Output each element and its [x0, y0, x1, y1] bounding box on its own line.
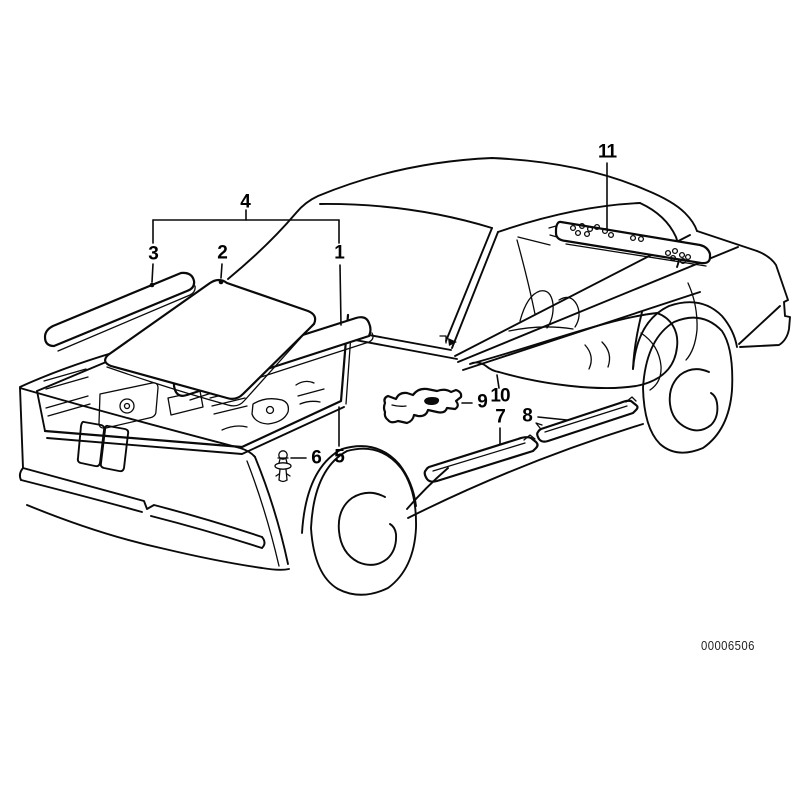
front-rim [339, 493, 396, 565]
rear-tire [643, 318, 732, 453]
leader-10 [497, 375, 499, 388]
exploded-parts [275, 389, 638, 482]
callout-11[interactable]: 11 [597, 141, 617, 163]
callout-leader-lines [149, 163, 607, 458]
callout-5[interactable]: 5 [334, 446, 345, 468]
bumper-top [23, 468, 262, 537]
trunk-floor-mat [470, 313, 677, 388]
fastener-clip-6 [275, 451, 291, 482]
bumper-bottom-right [151, 516, 262, 548]
callout-7[interactable]: 7 [495, 406, 506, 428]
bumper-bottom-left [21, 480, 142, 512]
document-number: 00006506 [701, 638, 755, 653]
sill-strip-7 [425, 437, 538, 481]
hood-insulation-pads [45, 273, 373, 406]
kidney-grille-left [78, 422, 104, 466]
insulation-pad-3 [45, 273, 194, 346]
front-tire [311, 449, 416, 595]
kidney-grille-right [101, 426, 128, 471]
leader-1 [340, 265, 341, 325]
valance [27, 505, 289, 570]
window-front-edge [517, 240, 535, 314]
callout-2[interactable]: 2 [217, 242, 228, 264]
insulation-pad-2 [105, 280, 315, 399]
rear-wheel-arch [633, 302, 737, 369]
wheel-housing-bulge [641, 333, 661, 390]
shelf-perforations [571, 224, 691, 264]
leader-2 [221, 264, 222, 278]
rear-window-base [518, 237, 550, 245]
rear-rim [670, 369, 718, 430]
callout-3[interactable]: 3 [148, 243, 159, 265]
callout-4[interactable]: 4 [240, 191, 251, 213]
callout-1[interactable]: 1 [334, 242, 345, 264]
trunk-right-wall [686, 283, 697, 360]
callout-8[interactable]: 8 [522, 405, 533, 427]
wheels [302, 302, 737, 595]
callout-6[interactable]: 6 [311, 447, 322, 469]
sill-strip-8 [537, 401, 637, 442]
seat-back [520, 291, 553, 328]
cabin-interior [470, 237, 697, 390]
engine-bay-insulation-panel [37, 315, 352, 454]
headrest [559, 297, 579, 327]
callout-9[interactable]: 9 [477, 391, 488, 413]
leader-3 [152, 264, 153, 282]
cowl-corner-mark [440, 336, 446, 343]
seat-bench [509, 327, 573, 331]
insulation-piece-9 [384, 389, 461, 423]
front-fascia [20, 388, 289, 570]
leader-8 [538, 417, 567, 420]
callout-10[interactable]: 10 [490, 385, 510, 407]
parcel-shelf-insulation [549, 222, 710, 266]
cowl-arrow-mark [448, 338, 457, 346]
